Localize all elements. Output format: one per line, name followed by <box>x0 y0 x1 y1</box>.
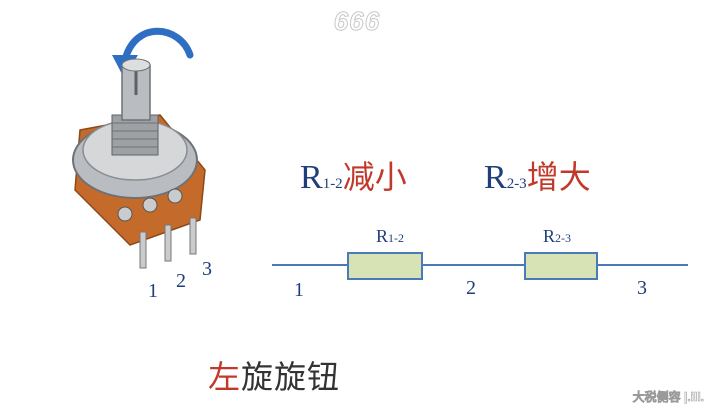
r23-letter: R <box>484 159 507 196</box>
r23-text: 增大 <box>526 159 591 195</box>
pot-pin-3 <box>189 217 197 255</box>
rotate-arrow-icon <box>121 27 194 64</box>
r12-subscript: 1-2 <box>322 176 343 192</box>
resistor-r23 <box>524 252 598 280</box>
resistor-r23-sub: 2-3 <box>555 231 572 245</box>
pot-screw-2 <box>142 197 158 213</box>
pot-pin-label-3: 3 <box>202 258 212 280</box>
r12-letter: R <box>300 159 323 196</box>
r12-text: 减小 <box>342 159 407 195</box>
pot-pin-2 <box>164 224 172 262</box>
resistor-r12-label: R1-2 <box>376 226 404 247</box>
pot-screw-3 <box>167 188 183 204</box>
node-label-2: 2 <box>466 277 476 299</box>
pot-bushing <box>111 114 159 156</box>
title-red-part: 左 <box>208 359 242 395</box>
potentiometer-illustration <box>72 27 206 269</box>
pot-pin-label-2: 2 <box>176 270 186 292</box>
node-label-3: 3 <box>637 277 647 299</box>
r23-subscript: 2-3 <box>506 176 527 192</box>
resistor-r12 <box>347 252 423 280</box>
watermark-top: 666 <box>333 6 381 37</box>
resistor-r23-letter: R <box>543 226 556 246</box>
node-label-1: 1 <box>294 279 304 301</box>
title-left-rotate-knob: 左旋旋钮 <box>208 352 340 398</box>
pot-screw-1 <box>117 206 133 222</box>
title-rest: 旋旋钮 <box>241 359 341 395</box>
watermark-bottom: 大税侧容 |.ill. <box>632 390 704 405</box>
resistor-r12-letter: R <box>376 226 389 246</box>
label-r23-increase: R2-3增大 <box>484 152 591 198</box>
circuit-diagram <box>272 252 688 280</box>
pot-pin-label-1: 1 <box>148 280 158 302</box>
label-r12-decrease: R1-2减小 <box>300 152 407 198</box>
resistor-r23-label: R2-3 <box>543 226 571 247</box>
resistor-r12-sub: 1-2 <box>388 231 405 245</box>
pot-pin-1 <box>139 231 147 269</box>
